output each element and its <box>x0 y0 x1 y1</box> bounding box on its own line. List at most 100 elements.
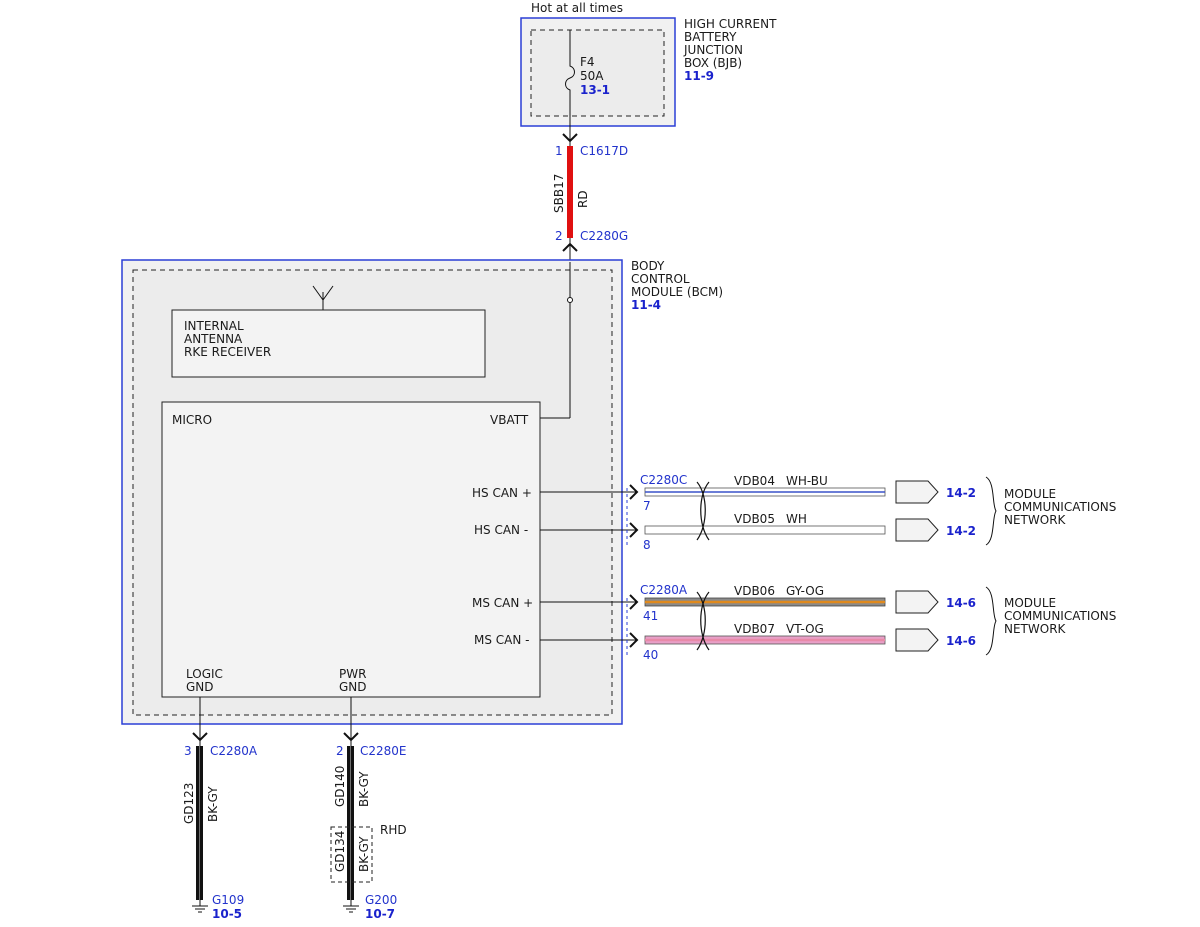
ms-minus-pin: 40 <box>643 648 658 662</box>
bcm-title-line-2: CONTROL <box>631 272 690 286</box>
vdb07-ref-link[interactable]: 14-6 <box>946 634 976 648</box>
rke-receiver-box[interactable] <box>171 309 486 378</box>
vdb07-circuit: VDB07 <box>734 622 775 636</box>
rhd-option-box[interactable] <box>330 826 373 883</box>
ms-plus-pin: 41 <box>643 609 658 623</box>
page-ref-tag-1[interactable] <box>895 480 939 504</box>
ms-can-plus-label: MS CAN + <box>472 596 533 610</box>
hs-network-line-2: COMMUNICATIONS <box>1004 500 1116 514</box>
pwr-gnd-connector[interactable]: C2280E <box>360 744 407 758</box>
wire-vdb07[interactable] <box>644 635 886 645</box>
rhd-label: RHD <box>380 823 407 837</box>
ms-network-line-3: NETWORK <box>1004 622 1067 636</box>
vdb05-color: WH <box>786 512 807 526</box>
hs-can-plus-label: HS CAN + <box>472 486 532 500</box>
logic-gnd-connector[interactable]: C2280A <box>210 744 258 758</box>
bcm-ref-link[interactable]: 11-4 <box>631 298 661 312</box>
bcm-title-line-3: MODULE (BCM) <box>631 285 723 299</box>
feed-top-connector[interactable]: C1617D <box>580 144 628 158</box>
connector-arrow-gnd-pwr <box>343 732 359 742</box>
wire-vdb06[interactable] <box>644 597 886 607</box>
hs-network-line-1: MODULE <box>1004 487 1056 501</box>
ms-can-minus-label: MS CAN - <box>474 633 530 647</box>
feed-bottom-connector[interactable]: C2280G <box>580 229 628 243</box>
vdb06-circuit: VDB06 <box>734 584 775 598</box>
fuse-f4-symbol <box>565 30 575 126</box>
hs-can-minus-label: HS CAN - <box>474 523 528 537</box>
bjb-title-line-1: HIGH CURRENT <box>684 17 777 31</box>
connector-arrow-top <box>562 133 578 143</box>
g200-ref-link[interactable]: 10-7 <box>365 907 395 921</box>
bjb-ref-link[interactable]: 11-9 <box>684 69 714 83</box>
vdb07-color: VT-OG <box>786 622 824 636</box>
g109-ref-link[interactable]: 10-5 <box>212 907 242 921</box>
hs-network-line-3: NETWORK <box>1004 513 1067 527</box>
gd140-circuit: GD140 <box>333 766 347 807</box>
gd123-color: BK-GY <box>206 786 220 822</box>
wire-vdb05[interactable] <box>644 525 886 535</box>
twisted-pair-hs-icon <box>696 481 710 541</box>
page-ref-tag-3[interactable] <box>895 590 939 614</box>
twisted-pair-ms-icon <box>696 591 710 651</box>
supply-label: Hot at all times <box>531 1 623 15</box>
feed-color: RD <box>576 190 590 208</box>
bcm-title-line-1: BODY <box>631 259 665 273</box>
ground-symbol-g200-icon <box>343 900 359 913</box>
page-ref-tag-4[interactable] <box>895 628 939 652</box>
logic-gnd-pin: 3 <box>184 744 192 758</box>
feed-circuit: SBB17 <box>552 174 566 213</box>
gd140-color: BK-GY <box>357 771 371 807</box>
micro-label: MICRO <box>172 413 212 427</box>
connector-arrow-ms-minus <box>629 632 639 648</box>
hs-plus-pin: 7 <box>643 499 651 513</box>
vdb04-color: WH-BU <box>786 474 828 488</box>
gd134-circuit: GD134 <box>333 831 347 872</box>
antenna-icon <box>312 285 334 310</box>
feed-top-pin: 1 <box>555 144 563 158</box>
pwr-gnd-line-1: PWR <box>339 667 366 681</box>
g200-label: G200 <box>365 893 397 907</box>
connector-arrow-gnd-logic <box>192 732 208 742</box>
bjb-title-line-3: JUNCTION <box>683 43 743 57</box>
brace-hs <box>985 476 997 546</box>
receiver-line-2: ANTENNA <box>184 332 243 346</box>
gd134-color: BK-GY <box>357 836 371 872</box>
vdb05-circuit: VDB05 <box>734 512 775 526</box>
pwr-gnd-pin: 2 <box>336 744 344 758</box>
micro-box[interactable] <box>161 401 541 698</box>
brace-ms <box>985 586 997 656</box>
ms-connector-label[interactable]: C2280A <box>640 583 688 597</box>
connector-arrow-ms-plus <box>629 594 639 610</box>
logic-gnd-line-2: GND <box>186 680 214 694</box>
g109-label: G109 <box>212 893 244 907</box>
receiver-line-3: RKE RECEIVER <box>184 345 271 359</box>
vdb06-color: GY-OG <box>786 584 824 598</box>
connector-arrow-hs-plus <box>629 484 639 500</box>
hs-minus-pin: 8 <box>643 538 651 552</box>
feed-bottom-pin: 2 <box>555 229 563 243</box>
feed-wire-red[interactable] <box>567 146 573 238</box>
ms-network-line-2: COMMUNICATIONS <box>1004 609 1116 623</box>
vdb04-ref-link[interactable]: 14-2 <box>946 486 976 500</box>
pwr-gnd-line-2: GND <box>339 680 367 694</box>
ground-symbol-g109-icon <box>192 900 208 913</box>
page-ref-tag-2[interactable] <box>895 518 939 542</box>
ms-network-line-1: MODULE <box>1004 596 1056 610</box>
bjb-box[interactable] <box>520 17 676 127</box>
logic-gnd-line-1: LOGIC <box>186 667 223 681</box>
fuse-ref-link[interactable]: 13-1 <box>580 83 610 97</box>
receiver-line-1: INTERNAL <box>184 319 244 333</box>
vdb04-circuit: VDB04 <box>734 474 775 488</box>
wire-vdb04[interactable] <box>644 487 886 497</box>
vdb05-ref-link[interactable]: 14-2 <box>946 524 976 538</box>
vbatt-label: VBATT <box>490 413 529 427</box>
vdb06-ref-link[interactable]: 14-6 <box>946 596 976 610</box>
splice-dot <box>567 297 573 303</box>
bjb-title-line-4: BOX (BJB) <box>684 56 742 70</box>
hs-connector-label[interactable]: C2280C <box>640 473 687 487</box>
bjb-title-line-2: BATTERY <box>684 30 737 44</box>
connector-arrow-hs-minus <box>629 522 639 538</box>
fuse-rating: 50A <box>580 69 604 83</box>
fuse-name: F4 <box>580 55 595 69</box>
